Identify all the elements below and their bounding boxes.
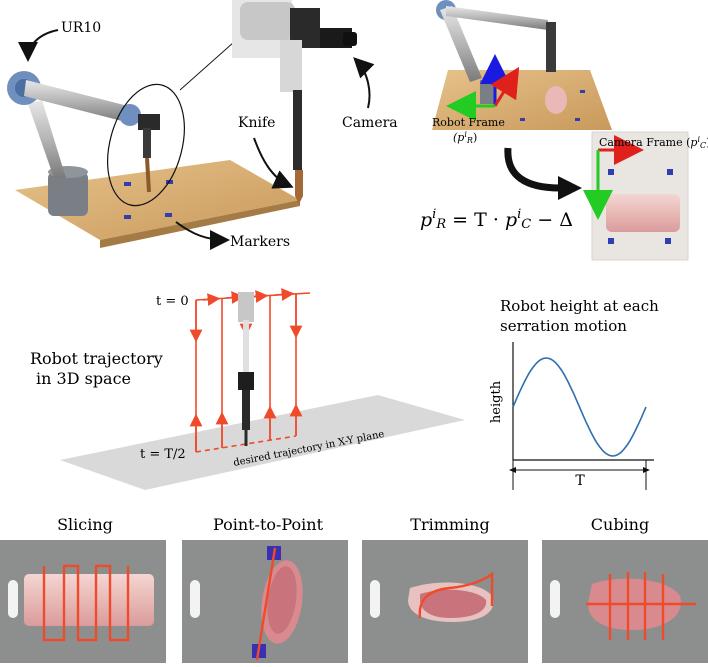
camera-frame-label: Camera Frame (piC) bbox=[599, 135, 708, 150]
table-marker bbox=[580, 90, 585, 93]
t0-label: t = 0 bbox=[156, 294, 189, 309]
task-title-slicing: Slicing bbox=[57, 515, 113, 534]
robot-x-axis bbox=[490, 66, 520, 107]
wrist-closeup bbox=[232, 0, 357, 204]
table-marker bbox=[665, 238, 671, 244]
markers-label: Markers bbox=[230, 234, 290, 250]
table-marker bbox=[520, 118, 525, 121]
trimming-cut-path bbox=[418, 571, 494, 619]
robot-joint bbox=[119, 104, 141, 126]
table-marker bbox=[667, 169, 673, 175]
ur10-label: UR10 bbox=[61, 20, 101, 36]
table-marker bbox=[165, 213, 172, 217]
meat-piece bbox=[545, 86, 567, 114]
point-to-point-cut-line bbox=[255, 547, 277, 661]
table-marker bbox=[124, 182, 131, 186]
task-title-point-to-point: Point-to-Point bbox=[213, 515, 324, 534]
plot-title-2: serration motion bbox=[500, 317, 627, 335]
period-label: T bbox=[575, 473, 585, 489]
trajectory-caption-2: in 3D space bbox=[36, 369, 131, 388]
trajectory-caption-1: Robot trajectory bbox=[30, 349, 163, 368]
trajectory-robot bbox=[238, 292, 254, 446]
camera-label: Camera bbox=[342, 115, 398, 131]
table-marker bbox=[512, 90, 517, 93]
point-to-point-panel bbox=[182, 540, 348, 663]
task-title-trimming: Trimming bbox=[410, 515, 489, 534]
cubing-panel bbox=[542, 540, 708, 663]
knife-arrow bbox=[253, 137, 294, 189]
plot-title-1: Robot height at each bbox=[500, 297, 659, 315]
robot-frame-photo bbox=[432, 0, 612, 130]
table-marker bbox=[575, 118, 580, 121]
ur10-arrow bbox=[18, 29, 59, 62]
meat-piece bbox=[606, 194, 680, 232]
plot-ylabel: heigth bbox=[489, 380, 504, 423]
camera-arrow bbox=[353, 57, 375, 109]
slicing-cut-path bbox=[42, 564, 130, 642]
wrist-callout-ellipse bbox=[107, 83, 185, 207]
trimming-panel bbox=[362, 540, 528, 663]
wooden-table bbox=[15, 160, 300, 240]
knife-label: Knife bbox=[238, 115, 275, 131]
tT2-label: t = T/2 bbox=[140, 447, 186, 462]
robot-frame-symbol: (piR) bbox=[453, 130, 477, 145]
robot-frame-label: Robot Frame bbox=[432, 116, 505, 129]
markers-arrow bbox=[175, 221, 230, 250]
table-marker bbox=[608, 169, 614, 175]
robot-base bbox=[48, 172, 88, 216]
meat-piece bbox=[24, 574, 154, 626]
task-title-cubing: Cubing bbox=[591, 515, 649, 534]
table-marker bbox=[124, 215, 131, 219]
transform-equation: piR = T · piC − Δ bbox=[420, 207, 573, 232]
xy-plane bbox=[60, 395, 465, 490]
cubing-cut-grid bbox=[586, 572, 696, 640]
transform-arrow bbox=[504, 147, 561, 192]
table-marker bbox=[608, 238, 614, 244]
sine-series-line bbox=[512, 357, 647, 457]
robot-photo bbox=[7, 41, 300, 248]
slicing-panel bbox=[0, 540, 166, 663]
